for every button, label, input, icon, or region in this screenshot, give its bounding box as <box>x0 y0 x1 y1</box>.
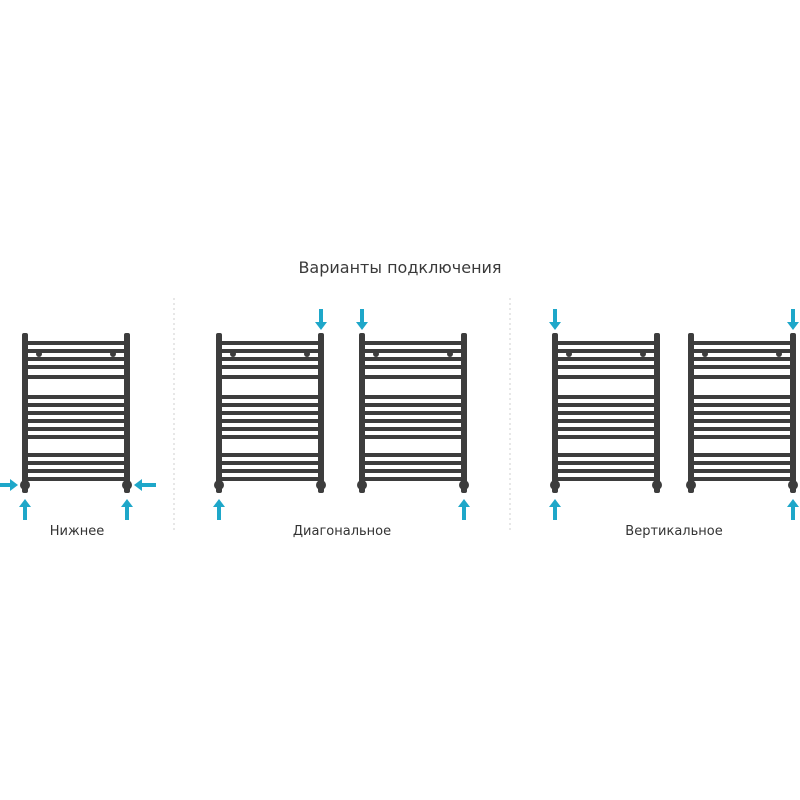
label-diagonal: Диагональное <box>292 524 392 539</box>
radiator-vertical-1 <box>550 333 662 493</box>
figure-title: Варианты подключения <box>298 258 502 277</box>
arrow-up-icon <box>121 499 133 520</box>
label-vertical: Вертикальное <box>625 524 723 539</box>
radiator-bottom <box>20 333 132 493</box>
radiator-diagonal-2 <box>357 333 469 493</box>
arrow-down-icon <box>315 309 327 330</box>
arrow-up-icon <box>458 499 470 520</box>
radiator-vertical-2 <box>686 333 798 493</box>
arrow-up-icon <box>549 499 561 520</box>
radiator-diagonal-1 <box>214 333 326 493</box>
arrow-down-icon <box>787 309 799 330</box>
arrow-up-icon <box>19 499 31 520</box>
arrow-right-icon <box>0 479 18 491</box>
arrow-up-icon <box>787 499 799 520</box>
arrow-down-icon <box>356 309 368 330</box>
label-bottom: Нижнее <box>49 524 105 539</box>
arrow-left-icon <box>134 479 156 491</box>
arrow-down-icon <box>549 309 561 330</box>
arrow-up-icon <box>213 499 225 520</box>
